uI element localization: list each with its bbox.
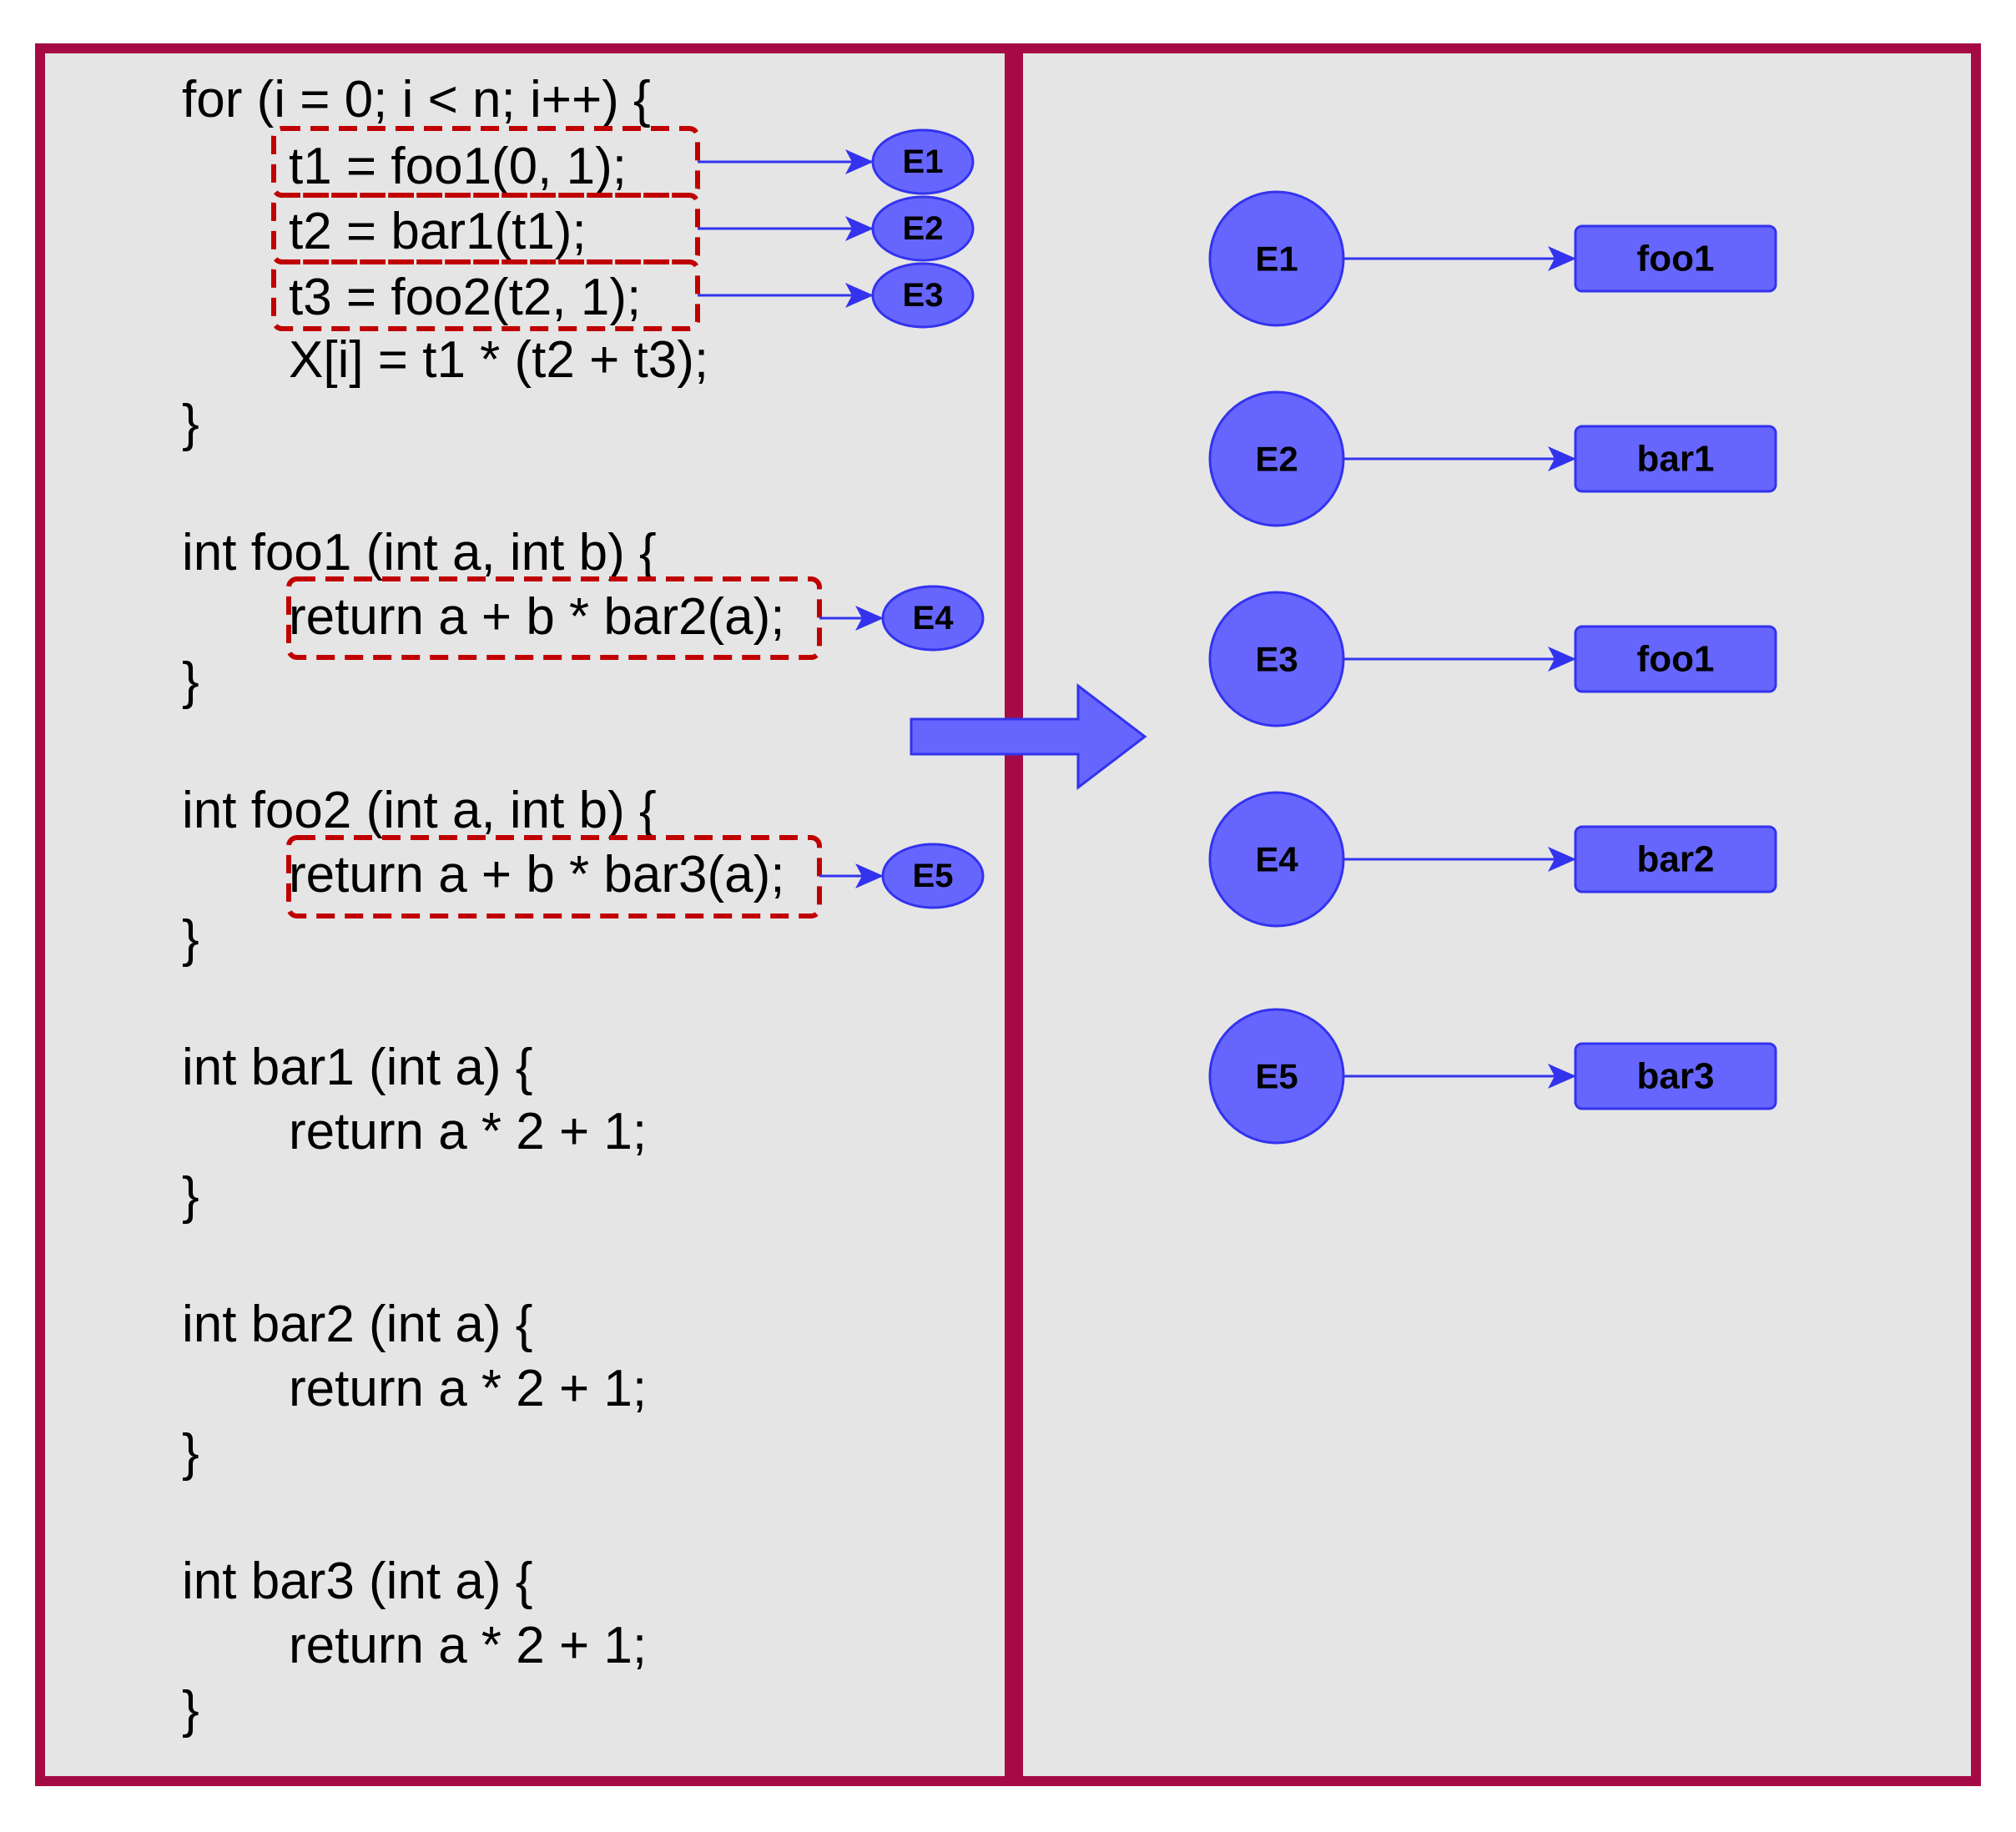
label-node-e4-text: E4 <box>913 600 955 637</box>
dashed-box-e4 <box>286 576 822 660</box>
dashed-box-e3 <box>271 259 700 331</box>
code-line: int bar1 (int a) { <box>182 1039 532 1096</box>
code-block: for (i = 0; i < n; i++) { t1 = foo1(0, 1… <box>182 71 784 1739</box>
function-node-bar3 <box>1574 1042 1777 1110</box>
code-line: int foo2 (int a, int b) { <box>182 782 657 839</box>
function-node-bar1 <box>1574 425 1777 493</box>
code-line: } <box>182 910 199 968</box>
code-line: int bar3 (int a) { <box>182 1553 532 1610</box>
function-node-label: bar1 <box>1637 439 1715 480</box>
function-node-label: bar2 <box>1637 839 1715 880</box>
code-line: t1 = foo1(0, 1); <box>289 138 627 195</box>
code-line: } <box>182 1167 199 1225</box>
code-line: return a * 2 + 1; <box>289 1103 647 1160</box>
code-arrows <box>698 149 884 888</box>
code-line: int bar2 (int a) { <box>182 1296 532 1353</box>
code-line: return a + b * bar2(a); <box>289 588 784 646</box>
event-node-label: E1 <box>1255 239 1298 279</box>
function-node-label: foo1 <box>1637 639 1715 680</box>
event-node-label: E3 <box>1255 640 1298 679</box>
dashed-box-e5 <box>286 835 822 919</box>
code-line: } <box>182 1424 199 1482</box>
code-line: t2 = bar1(t1); <box>289 203 587 260</box>
code-line: t3 = foo2(t2, 1); <box>289 269 641 326</box>
code-line: } <box>182 1681 199 1739</box>
event-node-label: E5 <box>1255 1057 1298 1096</box>
code-line: return a + b * bar3(a); <box>289 846 784 903</box>
code-line: return a * 2 + 1; <box>289 1360 647 1417</box>
label-node-e2-text: E2 <box>903 210 944 247</box>
function-node-foo1 <box>1574 224 1777 293</box>
right-panel <box>1013 43 1981 1786</box>
dashed-boxes <box>271 126 822 919</box>
label-node-e3-text: E3 <box>903 277 944 314</box>
transform-arrow <box>910 682 1147 791</box>
label-node-e5 <box>881 843 985 909</box>
function-node-bar2 <box>1574 825 1777 893</box>
label-node-e1-text: E1 <box>903 143 944 180</box>
code-line: for (i = 0; i < n; i++) { <box>182 71 651 128</box>
label-node-e1 <box>871 128 975 195</box>
code-line: } <box>182 395 199 452</box>
label-node-e2 <box>871 195 975 262</box>
code-line: return a * 2 + 1; <box>289 1617 647 1674</box>
code-label-nodes: E1 E2 E3 E4 E5 <box>871 128 985 909</box>
code-line: } <box>182 652 199 710</box>
function-node-label: foo1 <box>1637 239 1715 279</box>
event-node-label: E4 <box>1255 840 1298 879</box>
code-line: X[i] = t1 * (t2 + t3); <box>289 331 708 389</box>
function-node-foo1 <box>1574 625 1777 693</box>
function-node-label: bar3 <box>1637 1056 1715 1097</box>
event-node-label: E2 <box>1255 440 1298 479</box>
code-line: int foo1 (int a, int b) { <box>182 524 657 581</box>
label-node-e5-text: E5 <box>913 858 954 894</box>
label-node-e4 <box>881 585 985 652</box>
label-node-e3 <box>871 262 975 329</box>
